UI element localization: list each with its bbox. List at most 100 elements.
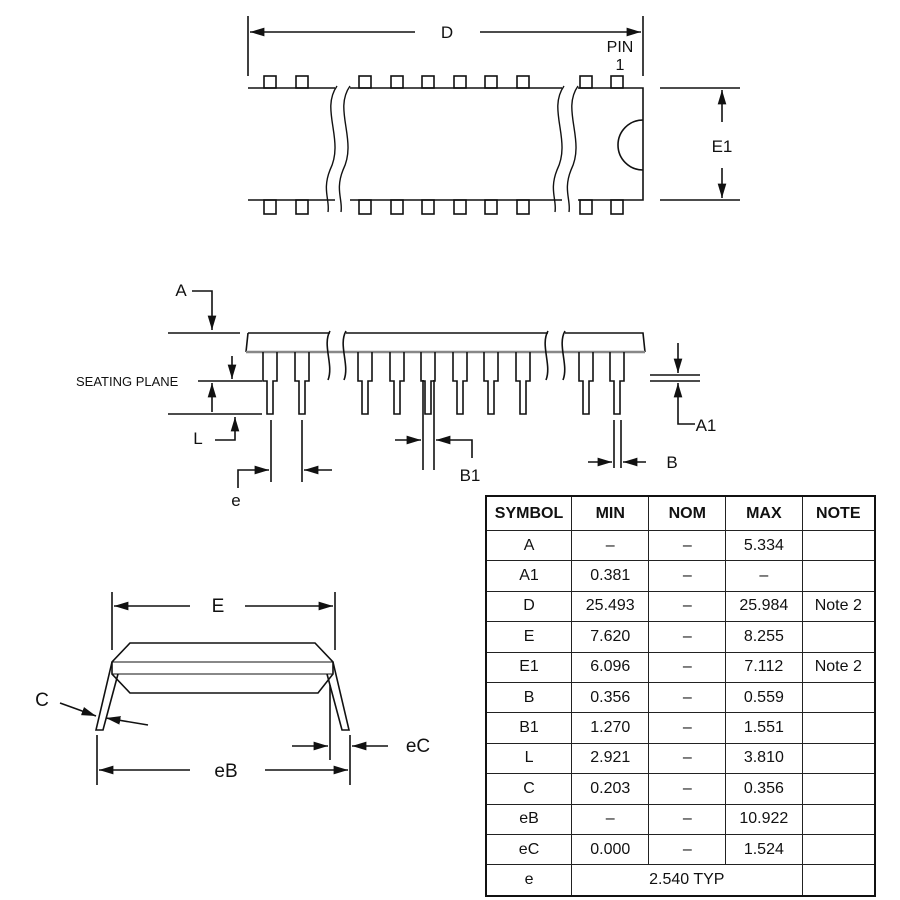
dim-D-label: D	[441, 23, 453, 42]
table-cell	[801, 712, 876, 744]
table-cell: –	[648, 651, 727, 683]
table-cell: 10.922	[725, 803, 803, 835]
table-cell: eB	[485, 803, 573, 835]
table-cell: Note 2	[801, 590, 876, 623]
table-cell: –	[648, 590, 727, 623]
table-cell: 0.356	[571, 681, 650, 714]
pin	[516, 199, 530, 215]
table-cell: 0.381	[571, 560, 650, 592]
table-cell: –	[648, 621, 727, 653]
pin	[516, 75, 530, 89]
dim-e-label: e	[231, 491, 240, 510]
lead	[515, 352, 531, 415]
table-cell: Note 2	[801, 651, 876, 683]
table-cell: –	[648, 529, 727, 562]
table-cell: 5.334	[725, 529, 803, 562]
table-cell: B	[485, 681, 573, 714]
table-cell: 1.551	[725, 712, 803, 744]
seating-plane-label: SEATING PLANE	[76, 374, 179, 389]
pin	[453, 199, 467, 215]
pin	[358, 199, 372, 215]
table-cell	[801, 833, 876, 866]
column-header: MAX	[725, 495, 803, 531]
table-cell: 25.984	[725, 590, 803, 623]
lead	[294, 352, 310, 415]
pin	[421, 199, 435, 215]
column-header: SYMBOL	[485, 495, 573, 531]
table-cell: –	[648, 560, 727, 592]
table-cell	[801, 864, 876, 897]
table-cell: e	[485, 864, 573, 897]
table-cell: 1.524	[725, 833, 803, 866]
table-cell: –	[571, 529, 650, 562]
dim-E-label: E	[212, 596, 225, 617]
table-cell	[801, 529, 876, 562]
table-row: A––5.334	[485, 529, 876, 562]
table-cell: –	[648, 833, 727, 866]
pin	[484, 75, 498, 89]
pin	[610, 199, 624, 215]
pin	[484, 199, 498, 215]
table-cell	[801, 773, 876, 805]
lead	[389, 352, 405, 415]
table-cell	[801, 742, 876, 775]
table-cell	[801, 621, 876, 653]
table-cell: 0.203	[571, 773, 650, 805]
pin	[610, 75, 624, 89]
table-cell: 7.112	[725, 651, 803, 683]
table-cell: 1.270	[571, 712, 650, 744]
table-cell: 2.921	[571, 742, 650, 775]
lead	[578, 352, 594, 415]
top-view: D PIN 1 E1	[247, 16, 740, 215]
table-cell: 8.255	[725, 621, 803, 653]
table-cell: C	[485, 773, 573, 805]
lead	[357, 352, 373, 415]
pin	[263, 199, 277, 215]
dim-A1-label: A1	[696, 416, 717, 435]
pin	[579, 199, 593, 215]
table-cell: –	[648, 742, 727, 775]
table-cell: –	[648, 681, 727, 714]
table-cell: –	[571, 803, 650, 835]
table-cell: –	[725, 560, 803, 592]
table-row: eB––10.922	[485, 803, 876, 835]
pin1-number: 1	[616, 57, 625, 74]
pin	[453, 75, 467, 89]
dim-E1-label: E1	[712, 137, 733, 156]
pin	[390, 199, 404, 215]
table-cell: 0.356	[725, 773, 803, 805]
end-view: E C eC eB	[35, 592, 430, 785]
table-cell: 2.540 TYP	[571, 864, 803, 897]
column-header: MIN	[571, 495, 650, 531]
table-cell	[801, 803, 876, 835]
dim-eC-label: eC	[406, 736, 430, 757]
table-cell	[801, 560, 876, 592]
lead	[483, 352, 499, 415]
table-cell: B1	[485, 712, 573, 744]
table-cell: A1	[485, 560, 573, 592]
lead	[452, 352, 468, 415]
dim-B-label: B	[666, 453, 677, 472]
table-cell: –	[648, 803, 727, 835]
table-cell	[801, 681, 876, 714]
table-cell: E	[485, 621, 573, 653]
table-cell: 0.559	[725, 681, 803, 714]
table-cell: 0.000	[571, 833, 650, 866]
dim-L-label: L	[193, 429, 202, 448]
pin	[358, 75, 372, 89]
dim-B1-label: B1	[460, 466, 481, 485]
table-cell: 6.096	[571, 651, 650, 683]
lead	[262, 352, 278, 415]
pin	[295, 199, 309, 215]
dim-eB-label: eB	[214, 761, 237, 782]
